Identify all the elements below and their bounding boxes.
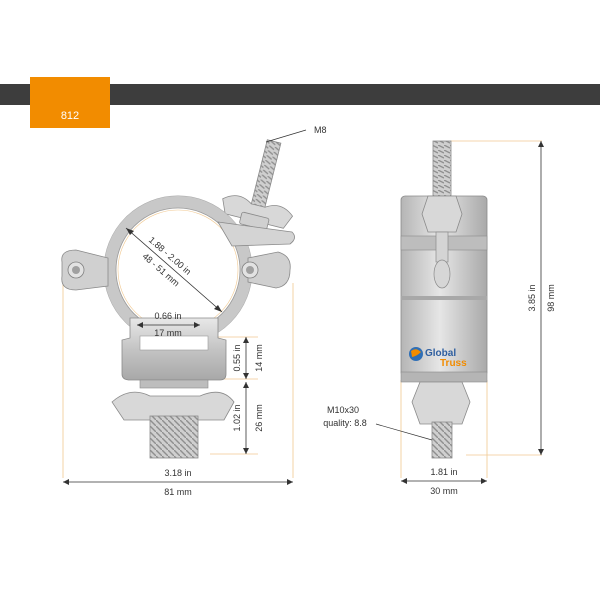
base-height-dimension: 0.55 in 14 mm <box>232 337 264 379</box>
side-guides <box>400 140 542 478</box>
opening-mm: 17 mm <box>154 328 182 338</box>
top-bolt-spec: M8 <box>314 125 327 135</box>
thread-length-mm: 26 mm <box>254 404 264 432</box>
base-height-inches: 0.55 in <box>232 344 242 371</box>
thread-length-inches: 1.02 in <box>232 404 242 431</box>
logo-word-global: Global <box>425 348 456 359</box>
opening-inches: 0.66 in <box>154 311 181 321</box>
front-view: 1.88 - 2.00 in 48 - 51 mm 0.66 in 17 mm … <box>61 125 327 497</box>
header-band <box>0 84 600 105</box>
front-width-dimension: 3.18 in 81 mm <box>63 468 293 497</box>
bottom-bolt <box>111 391 235 459</box>
side-height-inches: 3.85 in <box>527 284 537 311</box>
side-width-dimension: 1.81 in 30 mm <box>401 467 487 496</box>
lower-body <box>121 317 227 389</box>
base-height-mm: 14 mm <box>254 344 264 372</box>
side-width-mm: 30 mm <box>430 486 458 496</box>
bottom-bolt-spec: M10x30 <box>327 405 359 415</box>
thread-length-dimension: 1.02 in 26 mm <box>232 382 264 454</box>
side-width-inches: 1.81 in <box>430 467 457 477</box>
front-width-mm: 81 mm <box>164 487 192 497</box>
side-top-bolt <box>432 140 452 202</box>
model-tab <box>30 77 110 128</box>
side-bottom-bolt <box>411 381 471 459</box>
side-height-mm: 98 mm <box>546 284 556 312</box>
logo-word-truss: Truss <box>440 358 467 369</box>
opening-dimension: 0.66 in 17 mm <box>137 311 200 338</box>
brand-logo: Global Truss <box>409 347 467 369</box>
top-bolt <box>222 139 294 231</box>
m8-callout: M8 <box>265 125 327 143</box>
side-height-dimension: 3.85 in 98 mm <box>527 141 556 455</box>
bottom-bolt-quality: quality: 8.8 <box>323 418 367 428</box>
front-width-inches: 3.18 in <box>164 468 191 478</box>
side-view: Global Truss 3.85 in 98 mm 1.81 in 30 mm <box>323 140 556 496</box>
m10-callout: M10x30 quality: 8.8 <box>323 405 433 441</box>
model-number: 812 <box>60 110 80 122</box>
side-body <box>400 195 488 383</box>
